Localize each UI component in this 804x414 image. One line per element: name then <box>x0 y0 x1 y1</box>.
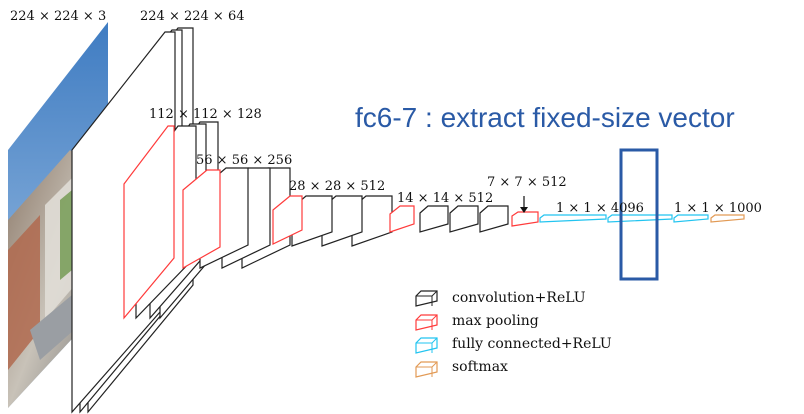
red-box-icon <box>416 315 437 330</box>
fc6-layer <box>540 215 606 222</box>
fc7-layer <box>608 215 672 222</box>
fc-size-label: 1 × 1 × 4096 <box>556 201 644 216</box>
fc8-layer <box>674 215 708 222</box>
conv3-size-label: 56 × 56 × 256 <box>196 153 292 168</box>
legend-label-conv: convolution+ReLU <box>452 290 586 306</box>
pool5-size-label: 7 × 7 × 512 <box>487 175 567 190</box>
orange-box-icon <box>416 362 437 377</box>
softmax-layer <box>711 215 744 222</box>
input-size-label: 224 × 224 × 3 <box>10 9 106 24</box>
cyan-box-icon <box>416 338 437 353</box>
legend-label-pool: max pooling <box>452 313 539 329</box>
legend: convolution+ReLU max pooling fully conne… <box>416 290 612 377</box>
conv5-block <box>390 206 508 232</box>
conv1-size-label: 224 × 224 × 64 <box>140 9 244 24</box>
fc-layers <box>540 215 708 222</box>
pool5-block <box>512 196 538 226</box>
legend-item-softmax: softmax <box>416 359 508 377</box>
fc-annotation: fc6-7 : extract fixed-size vector <box>355 102 735 133</box>
softmax-size-label: 1 × 1 × 1000 <box>674 201 762 216</box>
conv4-size-label: 28 × 28 × 512 <box>289 179 385 194</box>
conv2-size-label: 112 × 112 × 128 <box>149 107 262 122</box>
black-box-icon <box>416 291 437 306</box>
legend-item-fc: fully connected+ReLU <box>416 336 612 353</box>
legend-label-softmax: softmax <box>452 359 508 375</box>
legend-label-fc: fully connected+ReLU <box>452 336 612 352</box>
legend-item-conv: convolution+ReLU <box>416 290 586 306</box>
conv5-size-label: 14 × 14 × 512 <box>397 191 493 206</box>
legend-item-pool: max pooling <box>416 313 539 330</box>
conv4-block <box>273 196 392 246</box>
